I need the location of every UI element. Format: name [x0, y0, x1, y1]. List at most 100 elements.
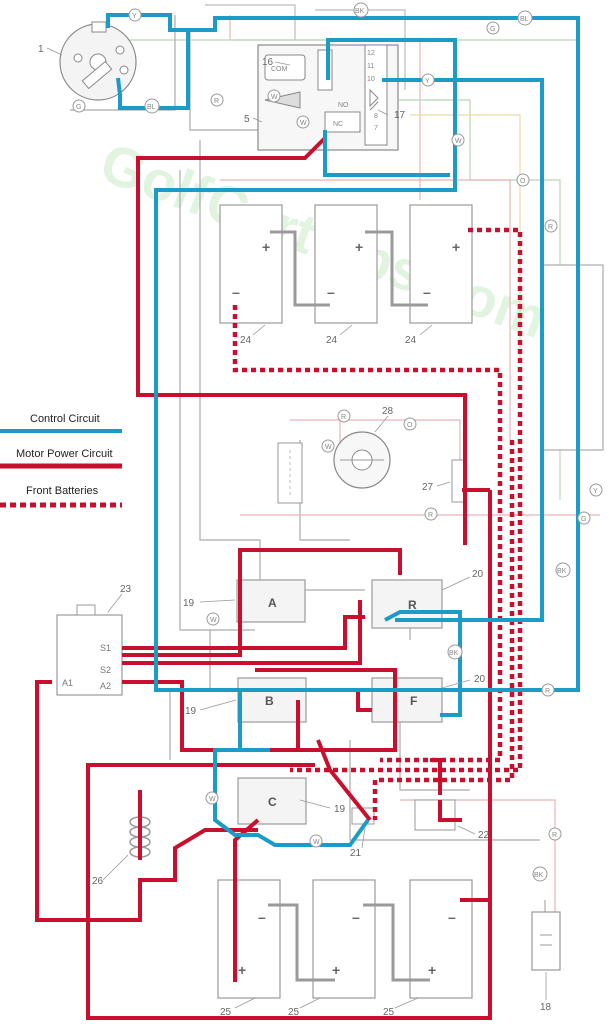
solenoid-a-label: A [268, 596, 277, 610]
callout-18: 18 [540, 1002, 552, 1013]
battery-24c-minus: – [423, 284, 431, 300]
control-wiring[interactable] [106, 13, 580, 847]
callout-17: 17 [394, 110, 406, 121]
callout-16: 16 [262, 57, 274, 68]
callout-26: 26 [92, 876, 104, 887]
side-module [542, 264, 604, 451]
callout-20b: 20 [474, 674, 486, 685]
charger-receptacle [531, 911, 561, 971]
badge-r-3: R [341, 414, 346, 421]
terminal-8-label: 8 [374, 113, 378, 120]
nc-terminal-label: NC [333, 121, 343, 128]
front-battery-wiring[interactable] [232, 227, 523, 820]
solenoid-a: A [236, 579, 306, 623]
callout-19a: 19 [183, 598, 195, 609]
component-callouts [46, 47, 547, 1009]
badge-w-7: W [313, 839, 320, 846]
battery-24c-plus: + [452, 239, 460, 255]
battery-25c-minus: – [448, 909, 456, 925]
badge-r-4: R [428, 512, 433, 519]
callout-23: 23 [120, 584, 132, 595]
solenoid-b-label: B [265, 694, 274, 708]
thin-wiring [70, 4, 600, 920]
battery-24b-minus: – [327, 284, 335, 300]
legend-front-label: Front Batteries [26, 485, 99, 497]
motor: S1 S2 A1 A2 [56, 604, 123, 696]
lower-battery-bank: – – – + + + [217, 879, 473, 999]
callout-24a: 24 [240, 335, 252, 346]
wire-color-badges: Y BK BL G G BL R Y W W W O R R W O Y G R… [72, 2, 603, 882]
motor-terminal-s2: S2 [100, 665, 111, 675]
key-switch [59, 21, 137, 101]
solenoid-f-label: F [410, 694, 417, 708]
motor-terminal-a1: A1 [62, 678, 73, 688]
badge-r-1: R [214, 98, 219, 105]
component-numbers: 1 16 5 17 24 24 24 28 27 23 19 20 20 19 … [38, 44, 552, 1018]
badge-bl-2: BL [147, 104, 156, 111]
control-switch-28 [333, 431, 391, 489]
solenoid-c: C [237, 777, 307, 825]
legend-control-label: Control Circuit [30, 413, 100, 425]
battery-24a-minus: – [232, 284, 240, 300]
battery-24a-plus: + [262, 239, 270, 255]
battery-25a-minus: – [258, 909, 266, 925]
callout-19b: 19 [185, 706, 197, 717]
badge-w-1: W [455, 138, 462, 145]
terminal-12-label: 12 [367, 50, 375, 57]
legend-motor-label: Motor Power Circuit [16, 448, 113, 460]
com-terminal-label: COM [271, 66, 288, 73]
battery-24b-plus: + [355, 239, 363, 255]
callout-20a: 20 [472, 569, 484, 580]
badge-o-2: O [407, 422, 413, 429]
badge-o-1: O [520, 178, 526, 185]
callout-5: 5 [244, 114, 250, 125]
solenoid-c-label: C [268, 795, 277, 809]
badge-y-3: Y [593, 488, 598, 495]
legend: Control Circuit Motor Power Circuit Fron… [0, 413, 122, 508]
badge-w-5: W [210, 617, 217, 624]
badge-w-2: W [271, 94, 278, 101]
badge-bl-1: BL [520, 16, 529, 23]
terminal-11-label: 11 [367, 63, 374, 70]
motor-terminal-s1: S1 [100, 643, 111, 653]
badge-bk-3: BK [449, 650, 459, 657]
terminal-10-label: 10 [367, 76, 375, 83]
badge-w-3: W [300, 120, 307, 127]
badge-g-3: G [581, 516, 586, 523]
terminal-7-label: 7 [374, 125, 378, 132]
badge-g-2: G [76, 104, 81, 111]
callout-22: 22 [478, 830, 490, 841]
callout-28: 28 [382, 406, 394, 417]
upper-battery-bank: + + + – – – [219, 204, 473, 324]
solenoid-b: B [237, 677, 307, 723]
battery-25c-plus: + [428, 962, 436, 978]
badge-y-2: Y [425, 78, 430, 85]
solenoid-r-label: R [408, 598, 417, 612]
callout-24b: 24 [326, 335, 338, 346]
badge-bk-1: BK [355, 8, 365, 15]
motor-terminal-a2: A2 [100, 681, 111, 691]
badge-w-6: W [209, 796, 216, 803]
battery-25b-plus: + [332, 962, 340, 978]
badge-w-4: W [325, 444, 332, 451]
solenoid-f: F [371, 677, 443, 723]
callout-21: 21 [350, 848, 362, 859]
callout-25a: 25 [220, 1007, 232, 1018]
fuse-22 [414, 799, 456, 831]
battery-25b-minus: – [352, 909, 360, 925]
callout-1: 1 [38, 44, 44, 55]
callout-27: 27 [422, 482, 434, 493]
badge-r-5: R [545, 688, 550, 695]
battery-25a-plus: + [238, 962, 246, 978]
badge-bk-2: BK [557, 568, 567, 575]
motor-power-wiring[interactable] [35, 136, 492, 1020]
callout-19c: 19 [334, 804, 346, 815]
callout-25c: 25 [383, 1007, 395, 1018]
resistor-block [277, 442, 303, 504]
battery-interconnects [268, 230, 430, 982]
badge-r-2: R [548, 224, 553, 231]
forward-reverse-switch: COM NC NO 12 11 10 8 7 [257, 44, 399, 151]
badge-g-1: G [490, 26, 495, 33]
badge-r-6: R [552, 832, 557, 839]
